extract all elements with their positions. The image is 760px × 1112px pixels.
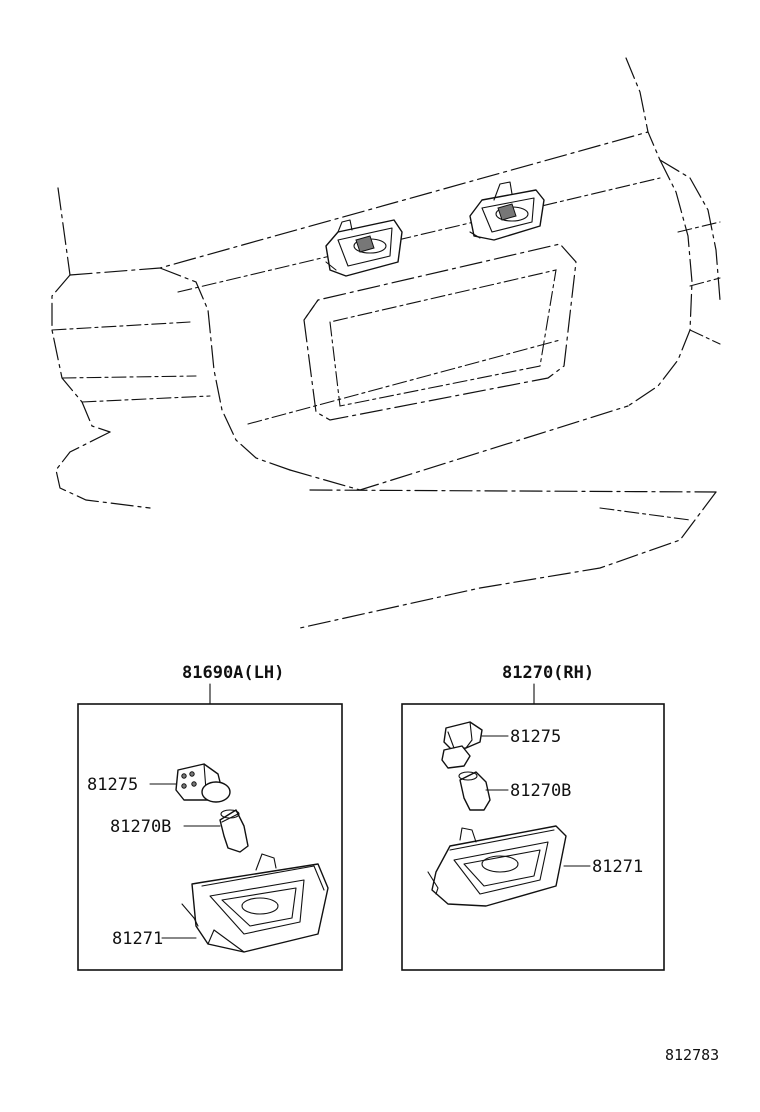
illustration-code: 812783 <box>665 1046 719 1064</box>
bulb-left <box>219 809 249 853</box>
assembly-left-box <box>77 703 343 971</box>
assembly-left-title: 81690A(LH) <box>182 663 284 683</box>
socket-left <box>175 763 231 803</box>
assembly-left: 81690A(LH) 81275 81270B <box>77 663 343 971</box>
label-left-lens: 81271 <box>112 929 163 949</box>
label-right-bulb: 81270B <box>510 781 571 801</box>
lens-left <box>181 853 329 953</box>
label-right-socket: 81275 <box>510 727 561 747</box>
vehicle-rear-outline <box>51 57 721 629</box>
label-right-lens: 81271 <box>592 857 643 877</box>
lens-right <box>427 825 567 907</box>
assembly-right-box <box>401 703 665 971</box>
mounted-lamp-right <box>469 181 545 241</box>
socket-right <box>441 721 483 769</box>
assembly-right: 81270(RH) 81275 81270B 8 <box>401 663 665 971</box>
mounted-lamp-left <box>325 219 403 277</box>
bulb-right <box>458 771 491 811</box>
assembly-right-title: 81270(RH) <box>502 663 594 683</box>
label-left-bulb: 81270B <box>110 817 171 837</box>
label-left-socket: 81275 <box>87 775 138 795</box>
